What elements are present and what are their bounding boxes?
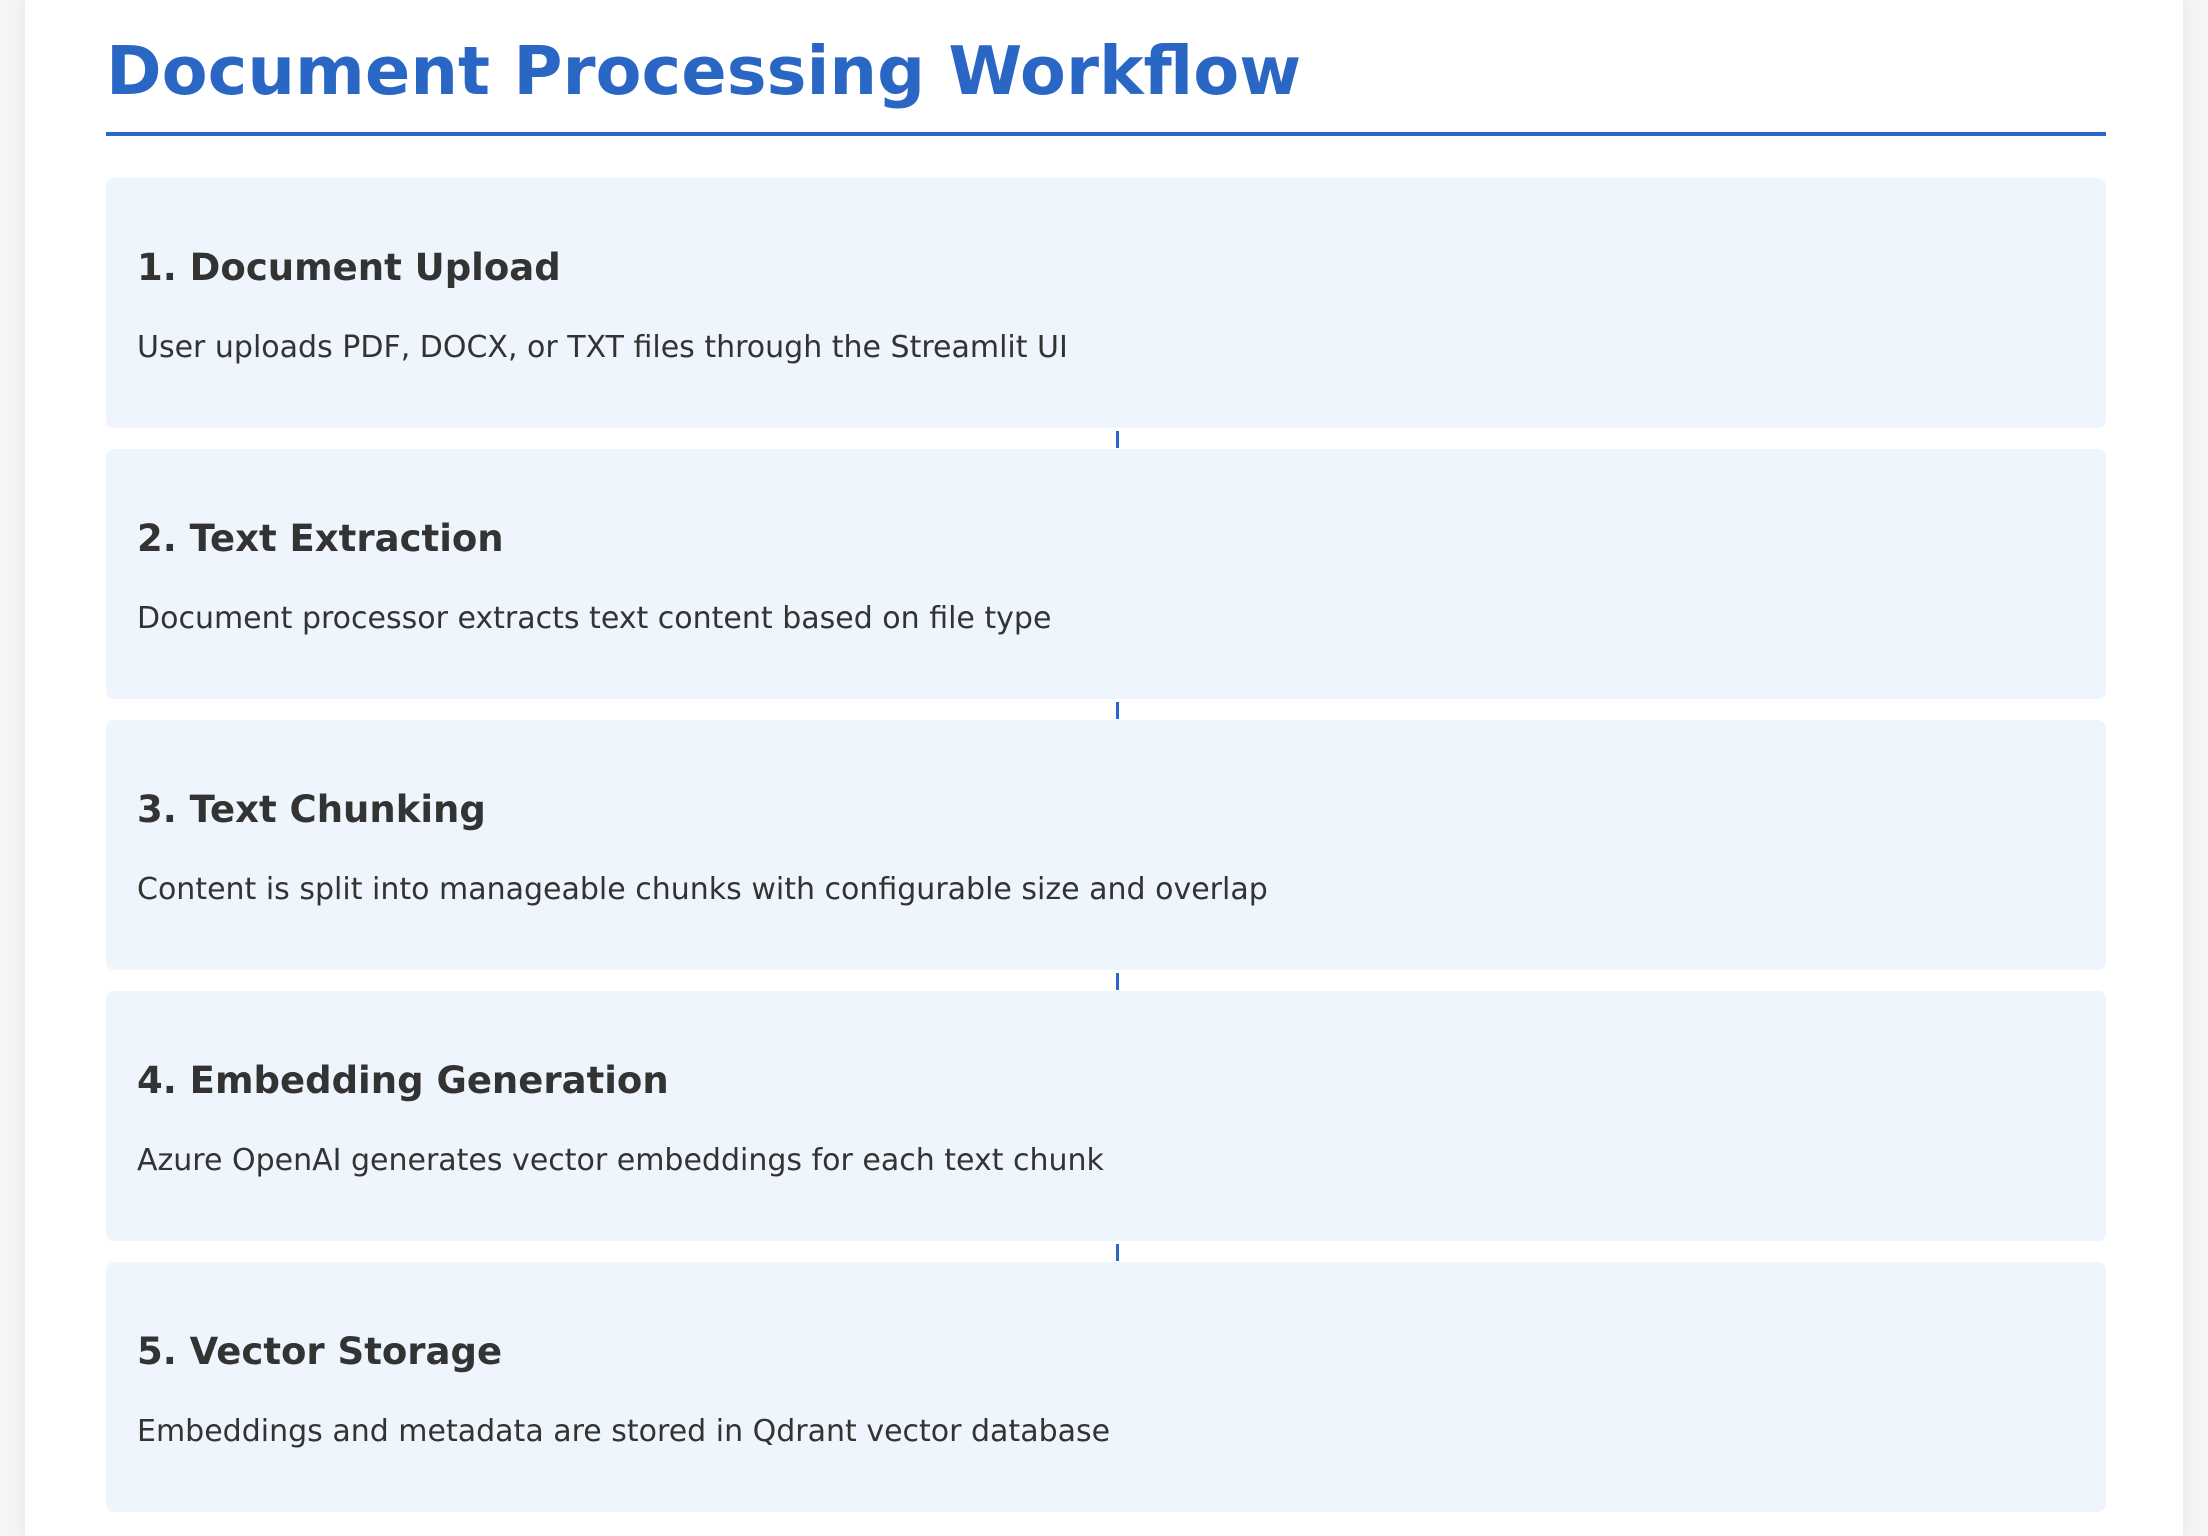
page-title: Document Processing Workflow bbox=[106, 0, 2106, 136]
step-heading: 4. Embedding Generation bbox=[137, 1059, 669, 1102]
step-description: Embeddings and metadata are stored in Qd… bbox=[137, 1414, 1111, 1449]
step-description: User uploads PDF, DOCX, or TXT files thr… bbox=[137, 330, 1068, 365]
workflow-step-vector-storage: 5. Vector Storage Embeddings and metadat… bbox=[106, 1262, 2106, 1512]
step-heading: 2. Text Extraction bbox=[137, 517, 504, 560]
page-title-text: Document Processing Workflow bbox=[106, 32, 1302, 110]
workflow-step-document-upload: 1. Document Upload User uploads PDF, DOC… bbox=[106, 178, 2106, 448]
step-heading: 5. Vector Storage bbox=[137, 1330, 503, 1373]
page: Document Processing Workflow 1. Document… bbox=[25, 0, 2183, 1536]
step-connector bbox=[1116, 973, 1119, 990]
step-description: Content is split into manageable chunks … bbox=[137, 872, 1268, 907]
step-connector bbox=[1116, 702, 1119, 719]
step-heading: 3. Text Chunking bbox=[137, 788, 486, 831]
workflow-step-embedding-generation: 4. Embedding Generation Azure OpenAI gen… bbox=[106, 991, 2106, 1261]
workflow-step-text-extraction: 2. Text Extraction Document processor ex… bbox=[106, 449, 2106, 719]
workflow-step-text-chunking: 3. Text Chunking Content is split into m… bbox=[106, 720, 2106, 990]
workflow-steps: 1. Document Upload User uploads PDF, DOC… bbox=[106, 178, 2106, 1512]
step-connector bbox=[1116, 431, 1119, 448]
step-heading: 1. Document Upload bbox=[137, 246, 561, 289]
step-description: Document processor extracts text content… bbox=[137, 601, 1052, 636]
step-connector bbox=[1116, 1244, 1119, 1261]
step-description: Azure OpenAI generates vector embeddings… bbox=[137, 1143, 1104, 1178]
workflow-content: Document Processing Workflow 1. Document… bbox=[106, 0, 2106, 1512]
